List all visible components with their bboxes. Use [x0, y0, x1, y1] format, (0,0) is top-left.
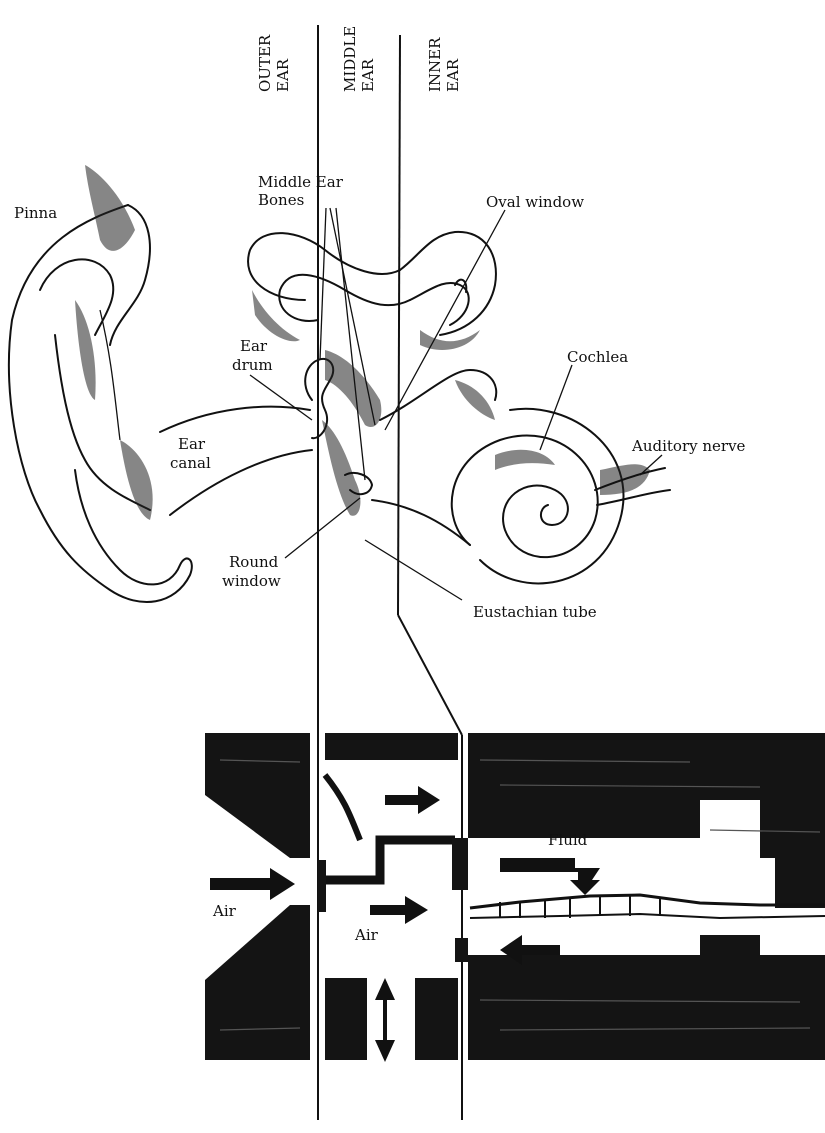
ear-drum-membrane: [318, 860, 326, 912]
oval-window-label: Oval window: [486, 193, 584, 211]
ear-drum-label-line1: Ear: [240, 337, 268, 355]
oval-window-leader: [385, 210, 505, 430]
fluid-label: Fluid: [548, 831, 588, 849]
cochlea-leader: [540, 365, 572, 450]
outer-ear-header-line1: OUTER: [256, 34, 274, 92]
inner-ear-header-line1: INNER: [426, 37, 444, 92]
ossicle-lever: [326, 840, 455, 880]
round-window-membrane: [455, 938, 468, 962]
middle-upper-block: [325, 733, 458, 760]
middle-ear-bones-label-line1: Middle Ear: [258, 173, 344, 191]
round-window-label-line2: window: [222, 572, 281, 590]
ear-canal-label-line1: Ear: [178, 435, 206, 453]
round-window-leader: [285, 498, 360, 558]
cochlea-label: Cochlea: [567, 348, 628, 366]
region-headers: OUTER EAR MIDDLE EAR INNER EAR: [256, 26, 462, 92]
middle-ear-header-line2: EAR: [359, 58, 377, 92]
middle-ear-bones-label-line2: Bones: [258, 191, 304, 209]
ossicle-spring: [325, 775, 360, 840]
outer-lower-block: [205, 905, 310, 1060]
ear-drum-label-line2: drum: [232, 356, 273, 374]
middle-ear-header-line1: MIDDLE: [341, 26, 359, 92]
pinna-label: Pinna: [14, 204, 57, 222]
air-middle-arrow: [370, 896, 428, 924]
air-left-label: Air: [212, 902, 237, 920]
air-middle-label: Air: [354, 926, 379, 944]
eustachian-tube-label: Eustachian tube: [473, 603, 597, 621]
middle-lower-block-right: [415, 978, 458, 1060]
outer-upper-block: [205, 733, 310, 858]
auditory-nerve-label: Auditory nerve: [631, 437, 746, 455]
eustachian-vertical-arrow: [375, 978, 395, 1062]
inner-ear-header-line2: EAR: [444, 58, 462, 92]
cochlea-drawing: [452, 409, 670, 584]
middle-inner-divider: [398, 35, 400, 615]
oval-window-piston: [452, 838, 468, 890]
schematic-model: Fluid Air Air: [205, 733, 825, 1062]
outer-ear-header-line2: EAR: [274, 58, 292, 92]
inner-divider-angled: [398, 615, 462, 735]
pinna-drawing: [9, 165, 192, 602]
ear-canal-label-line2: canal: [170, 454, 211, 472]
eustachian-tube-leader: [365, 540, 462, 600]
air-in-arrow: [210, 868, 295, 900]
ear-drum-leader: [250, 375, 312, 420]
ossicle-motion-arrow: [385, 786, 440, 814]
middle-ear-bones-leader-3: [336, 208, 365, 480]
middle-ear-bones-leader-1: [320, 208, 326, 360]
middle-ear-bones-drawing: [305, 350, 381, 516]
leader-lines: [250, 208, 662, 600]
middle-lower-block-left: [325, 978, 367, 1060]
round-window-label-line1: Round: [229, 553, 279, 571]
